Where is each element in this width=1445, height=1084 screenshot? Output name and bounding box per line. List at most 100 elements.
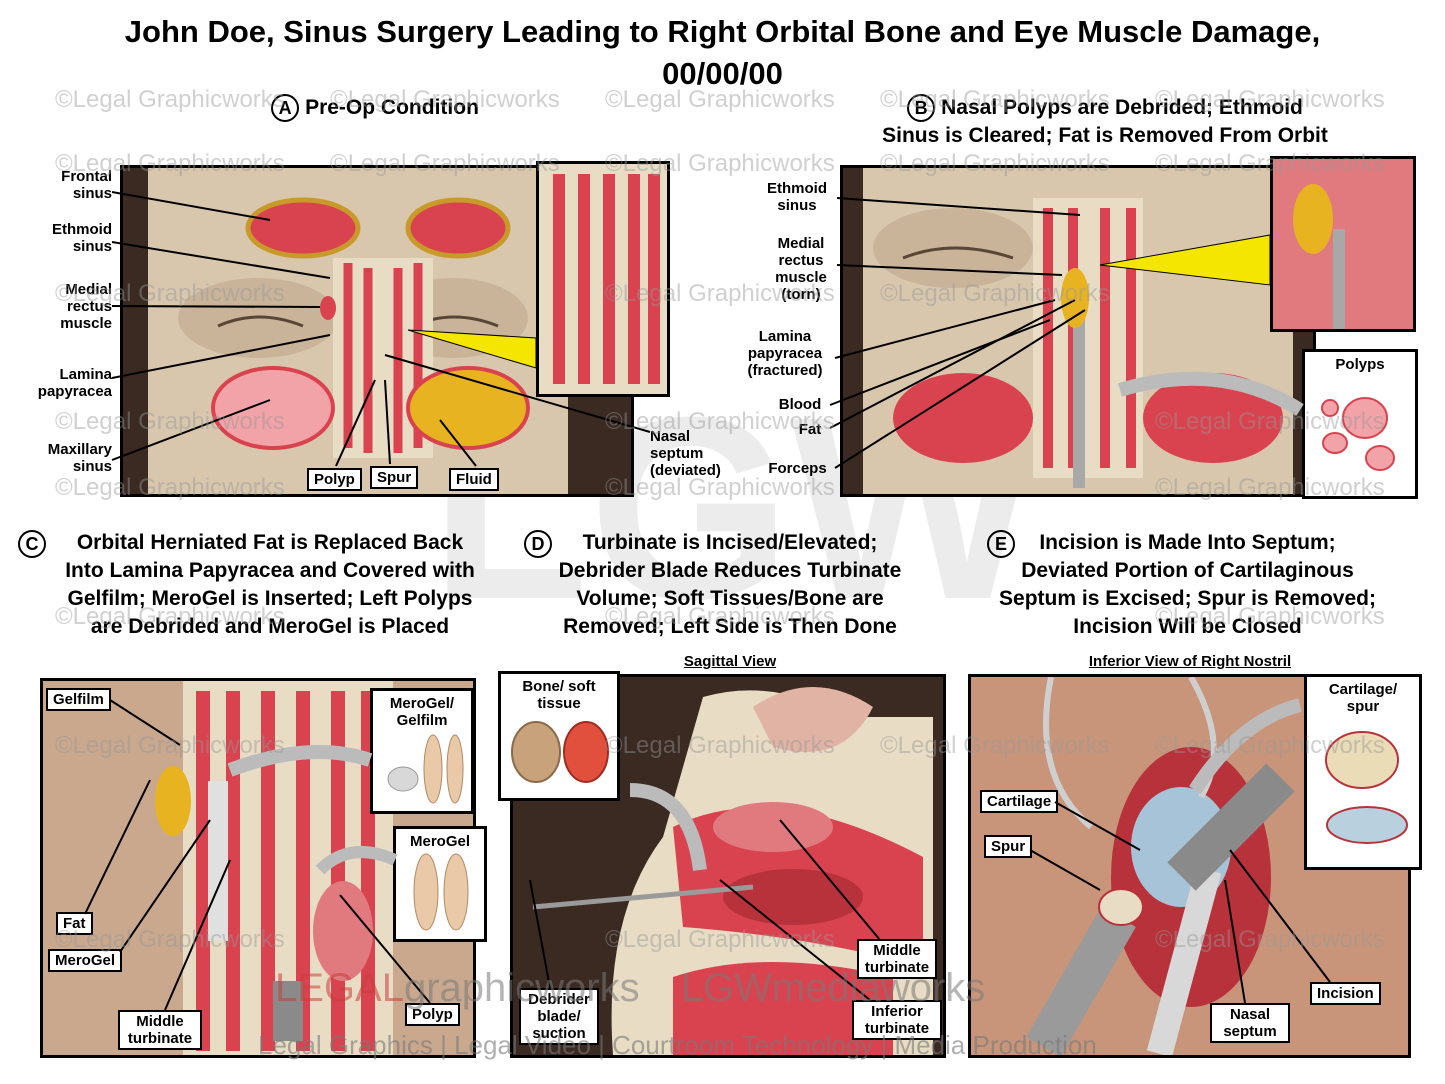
watermark: ©Legal Graphicworks: [605, 86, 835, 113]
brand-legal: LEGAL: [275, 966, 404, 1010]
bone-soft-tissue-art: [511, 721, 609, 783]
label-frontal-sinus: Frontal sinus: [61, 168, 112, 202]
watermark: ©Legal Graphicworks: [55, 926, 285, 953]
panel-b-title-line1: Nasal Polyps are Debrided; Ethmoid: [941, 96, 1303, 119]
watermark: ©Legal Graphicworks: [605, 603, 835, 630]
watermark: ©Legal Graphicworks: [605, 150, 835, 177]
watermark: ©Legal Graphicworks: [605, 732, 835, 759]
merogel-inset-art: [413, 853, 469, 931]
panel-b-illustration: [840, 165, 1316, 497]
panel-c-letter: C: [18, 530, 46, 558]
panel-c-title-line4: are Debrided and MeroGel is Placed: [90, 615, 450, 638]
watermark: ©Legal Graphicworks: [55, 280, 285, 307]
label-forceps: Forceps: [768, 460, 827, 477]
page-title-line1: John Doe, Sinus Surgery Leading to Right…: [124, 14, 1321, 49]
label-middle-turbinate-c: Middle turbinate: [118, 1010, 202, 1050]
merogel-inset: MeroGel: [393, 826, 487, 942]
label-debrider: Debrider blade/ suction: [519, 988, 599, 1045]
panel-b-closeup-inset: [1270, 156, 1416, 332]
panel-d-letter: D: [524, 530, 552, 558]
label-maxillary-sinus: Maxillary sinus: [47, 441, 112, 475]
watermark: ©Legal Graphicworks: [1155, 474, 1385, 501]
page-title-line2: 00/00/00: [662, 56, 783, 91]
panel-b-title-line2: Sinus is Cleared; Fat is Removed From Or…: [882, 124, 1328, 148]
bone-soft-tissue-title: Bone/ soft tissue: [522, 678, 596, 712]
brand-lgw: LGW: [680, 966, 772, 1010]
label-cartilage-e: Cartilage: [980, 790, 1059, 813]
label-inferior-turbinate-d: Inferior turbinate: [852, 1000, 942, 1040]
panel-e-title-line2: Deviated Portion of Cartilaginous: [1021, 559, 1354, 582]
label-fluid-a: Fluid: [449, 468, 499, 491]
label-polyp-a: Polyp: [307, 468, 362, 491]
watermark: ©Legal Graphicworks: [605, 408, 835, 435]
panel-d-title-line3: Volume; Soft Tissues/Bone are: [576, 587, 884, 610]
watermark: ©Legal Graphicworks: [55, 150, 285, 177]
merogel-gelfilm-inset: MeroGel/ Gelfilm: [370, 688, 474, 814]
label-gelfilm: Gelfilm: [46, 688, 111, 711]
watermark: ©Legal Graphicworks: [55, 86, 285, 113]
polyps-inset: Polyps: [1302, 349, 1418, 499]
panel-c-title-line1: Orbital Herniated Fat is Replaced Back: [76, 531, 464, 554]
watermark: ©Legal Graphicworks: [55, 408, 285, 435]
watermark: ©Legal Graphicworks: [880, 732, 1110, 759]
watermark: ©Legal Graphicworks: [605, 280, 835, 307]
panel-c-title-line2: Into Lamina Papyracea and Covered with: [65, 559, 475, 582]
label-fat-b: Fat: [798, 421, 822, 438]
brand-mediaworks: mediaworks: [771, 966, 986, 1010]
panel-c-title: Orbital Herniated Fat is Replaced Back I…: [30, 529, 510, 641]
polyps-inset-title: Polyps: [1335, 356, 1385, 373]
watermark: ©Legal Graphicworks: [55, 603, 285, 630]
panel-b-letter: B: [907, 94, 936, 123]
watermark: ©Legal Graphicworks: [880, 280, 1110, 307]
panel-c-title-line3: Gelfilm; MeroGel is Inserted; Left Polyp…: [67, 587, 473, 610]
label-lamina-a: Lamina papyracea: [37, 366, 112, 400]
label-fat-c: Fat: [56, 912, 93, 935]
label-spur-a: Spur: [370, 466, 419, 489]
polyps-inset-art: [1321, 397, 1395, 471]
label-medial-rectus-a: Medial rectus muscle: [60, 281, 112, 332]
panel-e-subhead: Inferior View of Right Nostril: [1088, 653, 1292, 670]
watermark: ©Legal Graphicworks: [880, 150, 1110, 177]
watermark: ©Legal Graphicworks: [605, 474, 835, 501]
watermark: ©Legal Graphicworks: [880, 86, 1110, 113]
panel-a-letter: A: [271, 94, 300, 123]
panel-e-letter: E: [987, 530, 1015, 558]
panel-e-title-line4: Incision Will be Closed: [1073, 615, 1302, 638]
panel-e-title-line3: Septum is Excised; Spur is Removed;: [999, 587, 1376, 610]
watermark: ©Legal Graphicworks: [330, 150, 560, 177]
label-ethmoid-sinus-a: Ethmoid sinus: [52, 221, 112, 255]
watermark: ©Legal Graphicworks: [1155, 150, 1385, 177]
cartilage-spur-title: Cartilage/ spur: [1328, 681, 1398, 715]
label-lamina-b: Lamina papyracea (fractured): [747, 328, 823, 379]
watermark: ©Legal Graphicworks: [1155, 732, 1385, 759]
panel-d-subhead: Sagittal View: [683, 653, 777, 670]
bone-soft-tissue-inset: Bone/ soft tissue: [498, 671, 620, 801]
watermark: ©Legal Graphicworks: [1155, 926, 1385, 953]
watermark: ©Legal Graphicworks: [55, 474, 285, 501]
watermark: ©Legal Graphicworks: [605, 926, 835, 953]
label-medial-rectus-b: Medial rectus muscle (torn): [775, 235, 827, 303]
label-nasal-septum-e: Nasal septum: [1210, 1003, 1290, 1043]
brand-graphicworks: graphicworks: [403, 966, 640, 1010]
cartilage-spur-art: [1325, 731, 1408, 844]
panel-b-closeup-art: [1273, 159, 1413, 329]
label-ethmoid-sinus-b: Ethmoid sinus: [767, 180, 827, 214]
watermark: ©Legal Graphicworks: [1155, 603, 1385, 630]
label-nasal-septum-a: Nasal septum (deviated): [650, 428, 721, 479]
panel-d-title-line1: Turbinate is Incised/Elevated;: [582, 531, 878, 554]
panel-a-title-text: Pre-Op Condition: [305, 96, 479, 119]
panel-b-art: [863, 168, 1293, 494]
watermark: ©Legal Graphicworks: [1155, 86, 1385, 113]
panel-a-closeup-inset: [536, 161, 670, 397]
brand-tagline: Legal Graphics | Legal Video | Courtroom…: [258, 1030, 1097, 1060]
label-merogel-c: MeroGel: [48, 949, 123, 972]
merogel-gelfilm-art: [387, 734, 464, 804]
merogel-gelfilm-title: MeroGel/ Gelfilm: [389, 695, 455, 729]
merogel-inset-title: MeroGel: [409, 833, 470, 850]
panel-d-title-line2: Debrider Blade Reduces Turbinate: [558, 559, 902, 582]
panel-d-title: Turbinate is Incised/Elevated; Debrider …: [540, 529, 920, 641]
watermark: ©Legal Graphicworks: [1155, 408, 1385, 435]
watermark: ©Legal Graphicworks: [330, 86, 560, 113]
